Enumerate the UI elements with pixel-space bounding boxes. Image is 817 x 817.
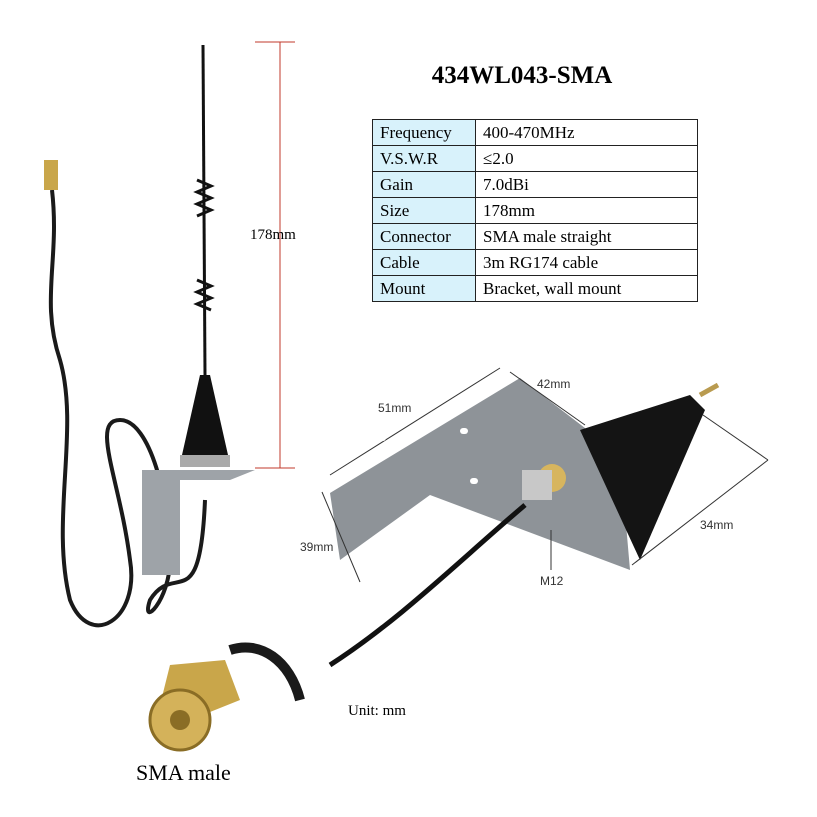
connector-caption: SMA male [136, 760, 231, 785]
spec-value: 400-470MHz [475, 119, 698, 146]
bracket-depth-label: 42mm [537, 377, 571, 391]
bracket-length-label: 51mm [378, 401, 412, 415]
spec-label: Mount [372, 275, 476, 302]
spec-label: Cable [372, 249, 476, 276]
spec-label: Connector [372, 223, 476, 250]
antenna-cone-large [580, 395, 705, 560]
unit-note: Unit: mm [348, 703, 406, 719]
spec-value: Bracket, wall mount [475, 275, 698, 302]
spec-value: 7.0dBi [475, 171, 698, 198]
spec-value: 178mm [475, 197, 698, 224]
bracket-height-label: 39mm [300, 540, 334, 554]
spec-label: Frequency [372, 119, 476, 146]
cable [48, 189, 207, 628]
sma-connector-small [44, 160, 58, 190]
bracket-large [330, 378, 630, 570]
spec-value: ≤2.0 [475, 145, 698, 172]
spec-label: V.S.W.R [372, 145, 476, 172]
height-dimension-label: 178mm [250, 227, 296, 243]
table-row: V.S.W.R≤2.0 [372, 145, 698, 172]
product-title: 434WL043-SMA [431, 62, 613, 89]
antenna-whip [201, 44, 207, 376]
spec-label: Gain [372, 171, 476, 198]
antenna-base-cone [182, 375, 228, 455]
spec-label: Size [372, 197, 476, 224]
spec-value: SMA male straight [475, 223, 698, 250]
cone-length-label: 34mm [700, 518, 734, 532]
spec-value: 3m RG174 cable [475, 249, 698, 276]
thread-label: M12 [540, 574, 564, 588]
bracket-small [142, 470, 255, 575]
